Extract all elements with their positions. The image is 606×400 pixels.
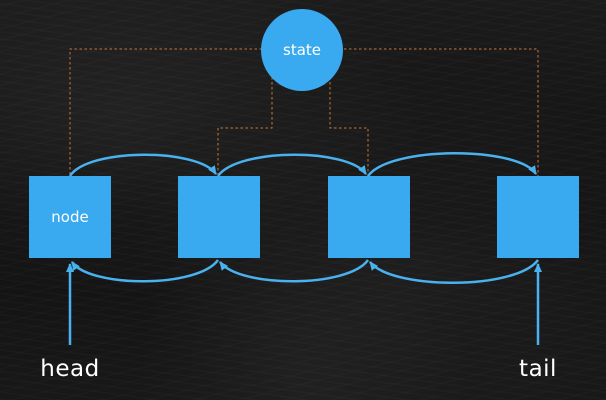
state-link-node-1: [69, 48, 262, 176]
state-circle: state: [261, 9, 343, 91]
end-pointers: [66, 263, 542, 345]
prev-arrow-3-2: [219, 259, 370, 283]
prev-arrow-4-3: [369, 259, 540, 284]
nodes: node: [29, 176, 579, 258]
head-label: head: [40, 356, 99, 382]
next-arrow-2-3: [216, 153, 368, 177]
node-box-4: [497, 176, 579, 258]
node-box-2: [178, 176, 260, 258]
state-link-node-4: [344, 48, 539, 176]
prev-arrow-2-1: [70, 259, 220, 283]
next-arrow-1-2: [68, 153, 218, 177]
next-pointers: [68, 152, 538, 177]
prev-pointers: [70, 259, 540, 284]
state-links: [69, 48, 539, 176]
node-box-3: [328, 176, 410, 258]
next-arrow-3-4: [366, 152, 538, 177]
tail-label: tail: [519, 356, 557, 382]
state-link-node-3: [329, 72, 369, 176]
node-box-1: [29, 176, 111, 258]
state-label: state: [283, 41, 321, 59]
node-label: node: [51, 208, 88, 226]
